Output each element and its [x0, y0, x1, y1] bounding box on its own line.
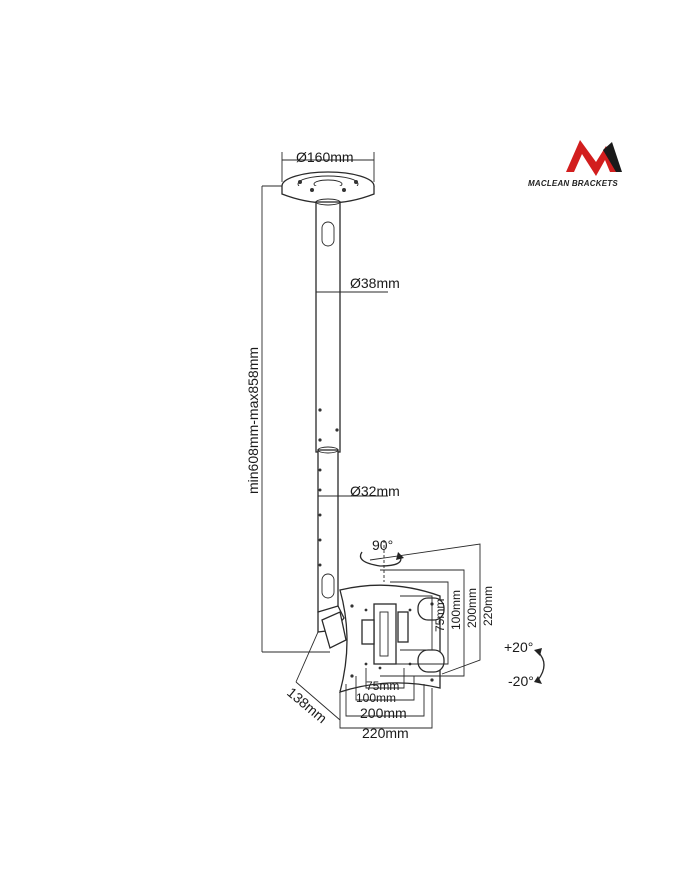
tilt-up-label: +20° [504, 639, 533, 655]
vesa-h-75-label: 75mm [366, 679, 399, 693]
vesa-horizontal-dimensions: 75mm 100mm 200mm 220mm [339, 668, 433, 741]
maclean-logo: MACLEAN BRACKETS [528, 140, 622, 188]
lower-tube-label: Ø32mm [350, 483, 400, 499]
upper-tube-dimension: Ø38mm [316, 275, 400, 293]
rotation-indicator: 90° [359, 537, 404, 582]
height-label: min608mm-max858mm [245, 347, 261, 494]
upper-tube-label: Ø38mm [350, 275, 400, 291]
tilt-down-label: -20° [508, 673, 534, 689]
rotation-label: 90° [372, 537, 393, 553]
upper-tube [315, 198, 341, 453]
vesa-h-100-label: 100mm [356, 691, 396, 705]
lower-tube [317, 446, 339, 613]
vesa-h-220-label: 220mm [362, 725, 409, 741]
vesa-h-200-label: 200mm [360, 705, 407, 721]
vesa-v-200-label: 200mm [465, 588, 479, 628]
vesa-v-75-label: 75mm [433, 599, 447, 632]
plate-diameter-dimension: Ø160mm [281, 149, 375, 182]
lower-tube-dimension: Ø32mm [318, 483, 400, 499]
logo-mark-dark [603, 142, 622, 172]
tilt-indicator: +20° -20° [504, 639, 545, 689]
vesa-vertical-dimensions: 75mm 100mm 200mm 220mm [369, 543, 495, 677]
vesa-v-220-label: 220mm [481, 586, 495, 626]
height-dimension: min608mm-max858mm [245, 185, 330, 653]
plate-diameter-label: Ø160mm [296, 149, 354, 165]
ceiling-plate [281, 171, 375, 204]
vesa-v-100-label: 100mm [449, 590, 463, 630]
vesa-plate [339, 584, 445, 693]
brand-name: MACLEAN BRACKETS [528, 179, 618, 188]
tilt-joint [317, 605, 347, 649]
